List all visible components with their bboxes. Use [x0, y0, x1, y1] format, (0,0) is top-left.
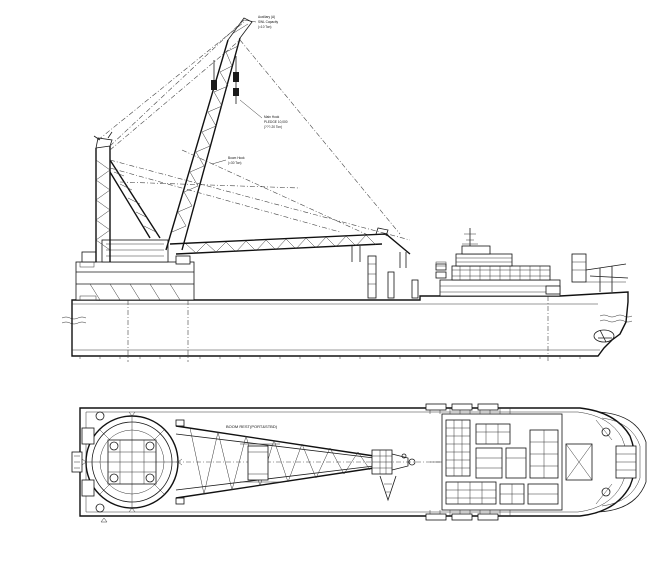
boom-rest [240, 443, 280, 483]
luffing-wires [97, 19, 411, 241]
auxiliary-hook-label-2: SWL Capacity [258, 20, 278, 24]
main-hook-label-3: (???-20 Ton) [264, 125, 282, 129]
main-boom [165, 17, 253, 251]
boom-hook-label-2: (=30 Ton) [228, 161, 242, 165]
main-hook-label-2: PLEDGE 10,000 [264, 120, 288, 124]
crane-turntable [81, 411, 183, 513]
boom-rest-note: BOOM REST(PORT&STBD) [226, 424, 278, 429]
waterline [61, 314, 633, 325]
main-hook-label-1: Main Hook [264, 115, 280, 119]
elevation-small-labels [79, 261, 447, 301]
plan-boom-truss [175, 425, 440, 502]
bow-helideck [565, 411, 647, 513]
accommodation-block [435, 228, 629, 297]
auxiliary-hook-label-3: (=10 Ton) [258, 25, 272, 29]
elevation-callouts: Auxiliary (A) SWL Capacity (=10 Ton) Mai… [211, 15, 288, 165]
auxiliary-hook-label-1: Auxiliary (A) [258, 15, 275, 19]
plan-view: BOOM REST(PORT&STBD) [71, 403, 647, 523]
crane-pedestal [75, 239, 195, 301]
hull-profile [71, 291, 629, 362]
a-frame-mast [93, 131, 161, 262]
plan-accommodation [425, 403, 563, 521]
aft-deck-equipment [71, 411, 185, 513]
boom-hook-label-1: Boom Hook [228, 156, 245, 160]
stowed-boom [169, 227, 419, 299]
plan-markings [100, 461, 442, 523]
side-elevation-view: Auxiliary (A) SWL Capacity (=10 Ton) Mai… [61, 15, 633, 362]
